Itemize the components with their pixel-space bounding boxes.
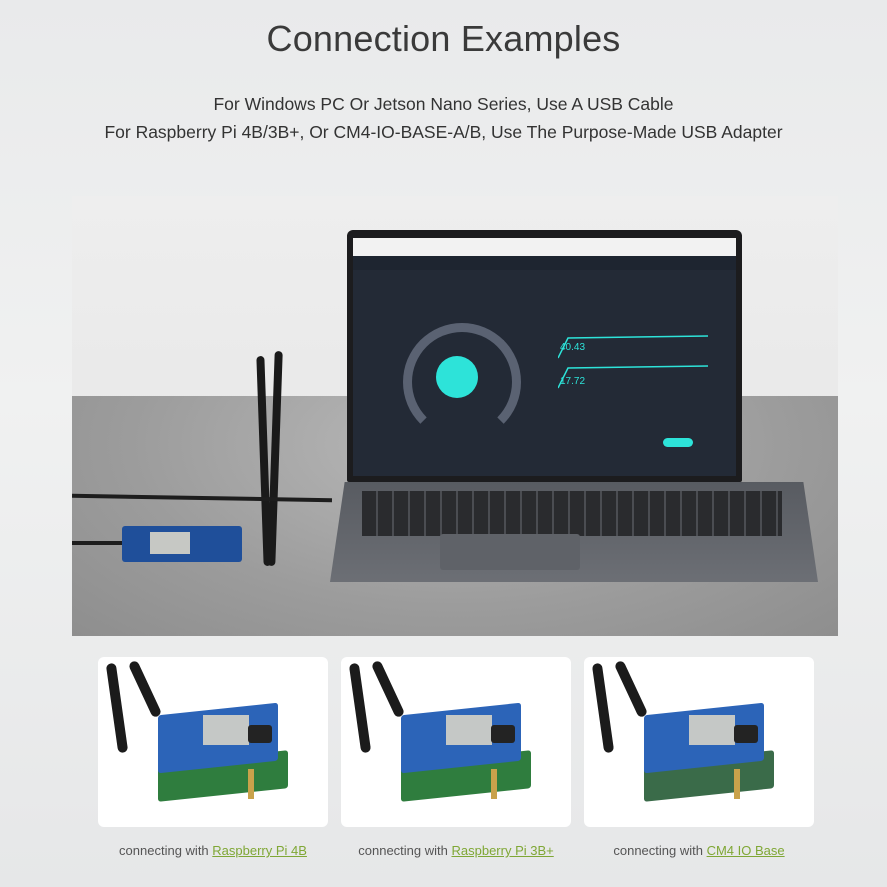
laptop-display: 40.43 17.72 [347,230,742,482]
example-card-cm4 [584,657,814,827]
caption-cm4: connecting with CM4 IO Base [579,843,819,858]
link-raspberry-pi-4b[interactable]: Raspberry Pi 4B [212,843,307,858]
gauge-start-button [436,356,478,398]
module-chip [446,715,492,745]
usb-cable-left [72,541,132,545]
caption-prefix: connecting with [613,843,707,858]
caption-pi4b: connecting with Raspberry Pi 4B [93,843,333,858]
caption-pi3b: connecting with Raspberry Pi 3B+ [336,843,576,858]
module-chip [689,715,735,745]
antenna-icon [105,662,129,754]
antenna-icon [348,662,372,754]
usb-adapter [734,725,758,743]
subtitle-usb-cable: For Windows PC Or Jetson Nano Series, Us… [213,94,674,114]
standoff [491,769,497,799]
standoff [248,769,254,799]
hero-photo-laptop-connection: 40.43 17.72 [72,196,838,636]
link-cm4-io-base[interactable]: CM4 IO Base [706,843,785,858]
speedtest-screen: 40.43 17.72 [353,238,736,476]
speed-gauge [403,323,521,441]
link-raspberry-pi-3b[interactable]: Raspberry Pi 3B+ [451,843,554,858]
caption-prefix: connecting with [358,843,452,858]
standoff [734,769,740,799]
antenna-icon [370,659,406,719]
example-cards [98,657,814,829]
retest-button [663,438,693,447]
upload-speed: 17.72 [560,376,585,387]
browser-bar [353,238,736,256]
example-card-pi4b [98,657,328,827]
caption-prefix: connecting with [119,843,213,858]
site-nav [353,256,736,270]
antenna-icon [127,659,163,719]
module-chip [150,532,190,554]
usb-adapter [248,725,272,743]
laptop-touchpad [440,534,580,570]
speed-graph: 40.43 17.72 [558,335,708,389]
download-speed: 40.43 [560,342,585,353]
example-card-pi3b [341,657,571,827]
module-chip [203,715,249,745]
antenna-icon [613,659,649,719]
antenna-icon [591,662,615,754]
usb-adapter [491,725,515,743]
subtitle-usb-adapter: For Raspberry Pi 4B/3B+, Or CM4-IO-BASE-… [104,122,783,142]
laptop-keyboard [362,491,782,536]
page-title: Connection Examples [266,18,621,59]
